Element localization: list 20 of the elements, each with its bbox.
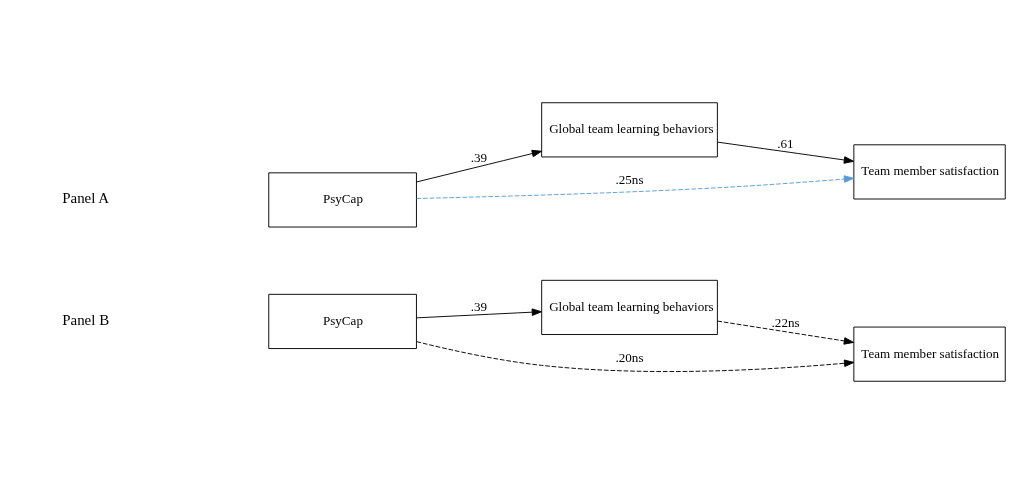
node-box: PsyCap xyxy=(268,293,417,349)
edge-label: .61 xyxy=(777,135,794,151)
edge-label: .20ns xyxy=(615,349,644,365)
arrow xyxy=(717,320,855,345)
arrow xyxy=(416,341,855,372)
edge-label: .25ns xyxy=(615,172,644,188)
label: Panel B xyxy=(62,312,110,328)
node-box: Team member satisfaction xyxy=(853,326,1006,382)
node-box: Global team learning behaviors xyxy=(541,279,718,335)
edge-label: .39 xyxy=(470,299,488,315)
edge-label: .22ns xyxy=(771,315,800,331)
arrow xyxy=(416,308,542,319)
label: Panel A xyxy=(62,190,110,207)
edge-label: .39 xyxy=(470,149,488,165)
node-box: Global team learning behaviors xyxy=(541,102,718,158)
node-box: Team member satisfaction xyxy=(853,144,1006,200)
arrow xyxy=(717,141,855,164)
arrow xyxy=(416,149,542,183)
node-box: PsyCap xyxy=(268,172,417,228)
arrow xyxy=(416,175,855,199)
